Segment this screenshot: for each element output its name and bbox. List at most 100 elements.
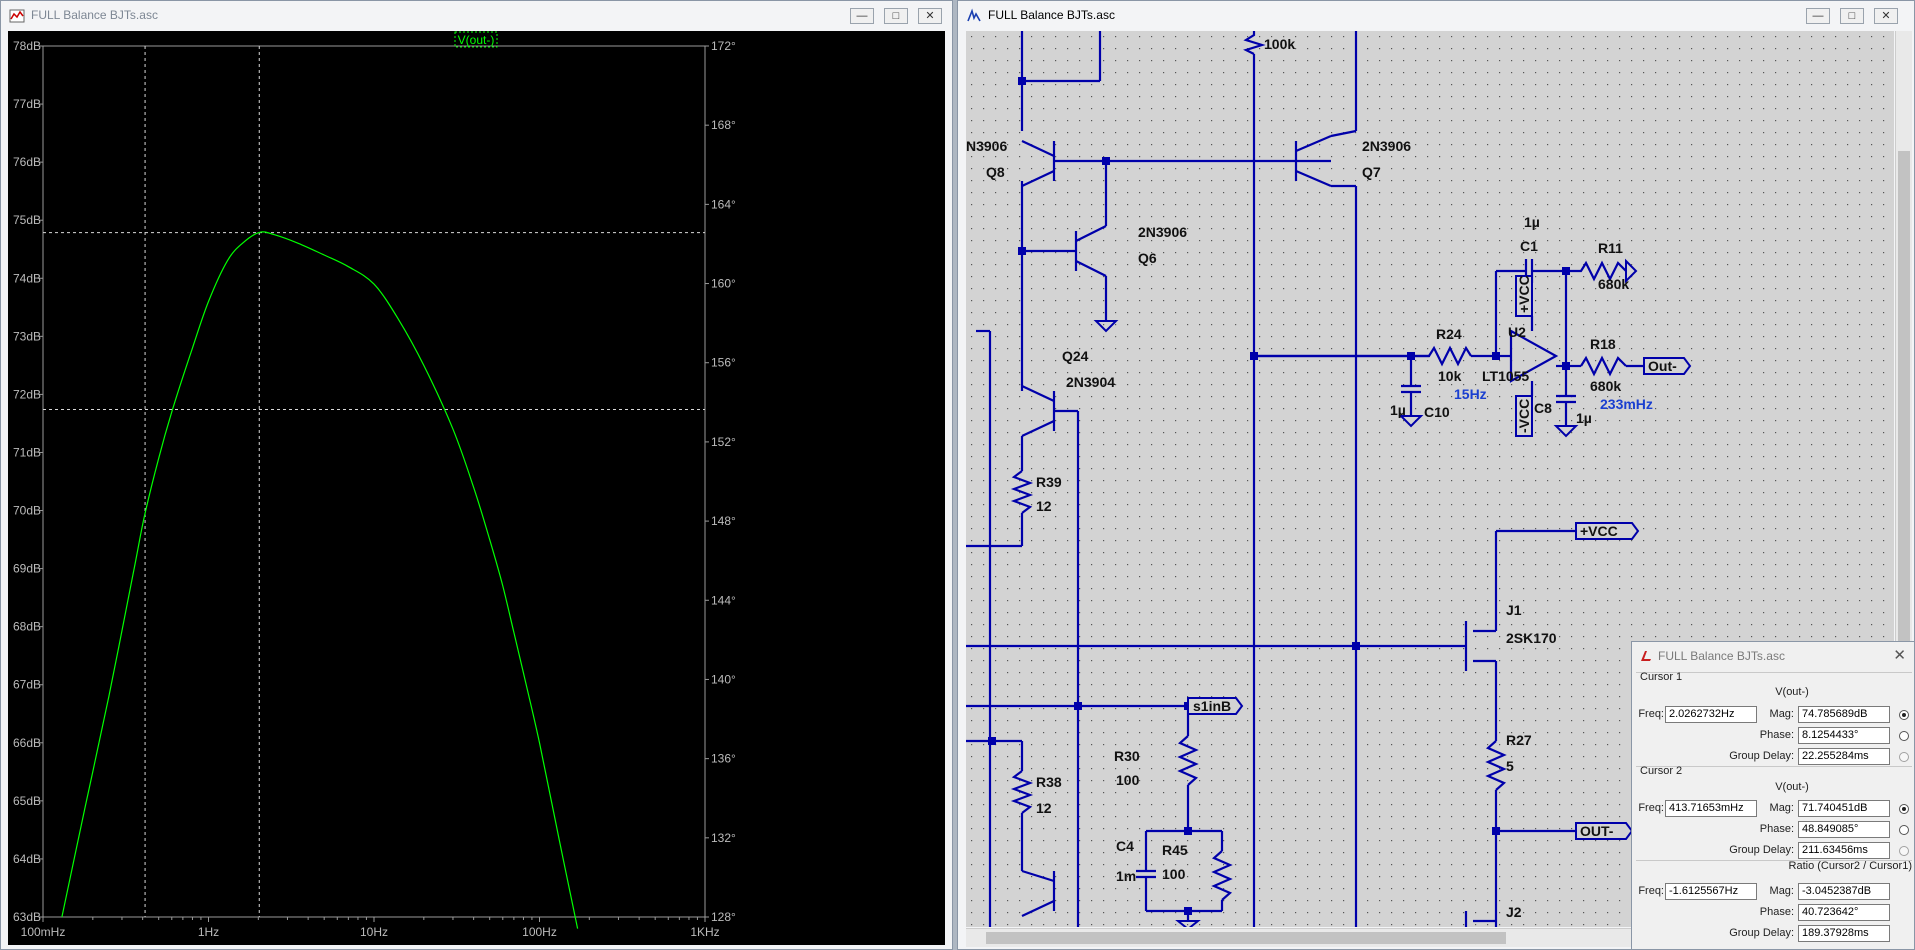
- cursor2-phase-field[interactable]: 48.849085°: [1798, 821, 1890, 838]
- ground-symbols: [1093, 320, 1579, 927]
- label-r30-val: 100: [1116, 772, 1140, 788]
- trace-v-out: [61, 231, 579, 929]
- y2-tick-label: 148°: [711, 514, 736, 528]
- cursor1-phase-label: Phase:: [1759, 729, 1794, 741]
- schematic-window[interactable]: FULL Balance BJTs.asc — □ ✕: [957, 0, 1915, 950]
- label-j1: J1: [1506, 602, 1522, 618]
- minimize-button[interactable]: —: [1806, 8, 1830, 24]
- cursor1-freq-label: Freq:: [1638, 708, 1664, 720]
- schematic-canvas[interactable]: 100k N3906 Q8 2N3906 Q7 2N3906 Q6 Q24 2N…: [966, 31, 1894, 927]
- horizontal-scrollbar-thumb[interactable]: [986, 932, 1506, 944]
- maximize-button[interactable]: □: [884, 8, 908, 24]
- y-tick-label: 72dB: [13, 387, 41, 401]
- label-r18-val: 680k: [1590, 378, 1621, 394]
- label-c8: C8: [1534, 400, 1552, 416]
- ltspice-icon: [1641, 651, 1651, 661]
- cursor2-freq-field[interactable]: 413.71653mHz: [1665, 800, 1757, 817]
- ratio-gd-field[interactable]: 189.37928ms: [1798, 925, 1890, 942]
- cursor2-heading: Cursor 2: [1640, 765, 1683, 777]
- label-freq-15hz: 15Hz: [1454, 386, 1487, 402]
- dialog-title: FULL Balance BJTs.asc: [1658, 649, 1785, 663]
- y-tick-label: 74dB: [13, 271, 41, 285]
- x-tick-label: 1Hz: [198, 925, 219, 939]
- ratio-phase-field[interactable]: 40.723642°: [1798, 904, 1890, 921]
- cursor1-gd-field[interactable]: 22.255284ms: [1798, 748, 1890, 765]
- close-button[interactable]: ✕: [1874, 8, 1898, 24]
- ratio-mag-field[interactable]: -3.0452387dB: [1798, 883, 1890, 900]
- cursor2-phase-radio[interactable]: [1899, 825, 1909, 835]
- vertical-scrollbar-thumb[interactable]: [1898, 151, 1910, 751]
- cursor1-freq-field[interactable]: 2.0262732Hz: [1665, 706, 1757, 723]
- label-j2: J2: [1506, 904, 1522, 920]
- cursor2-gd-field[interactable]: 211.63456ms: [1798, 842, 1890, 859]
- y2-tick-label: 140°: [711, 672, 736, 686]
- net-flags: [1187, 258, 1692, 840]
- cursor1-mag-radio[interactable]: [1899, 710, 1909, 720]
- bode-plot[interactable]: 78dB77dB76dB75dB74dB73dB72dB71dB70dB69dB…: [8, 31, 945, 945]
- y-tick-label: 75dB: [13, 213, 41, 227]
- y-tick-label: 69dB: [13, 562, 41, 576]
- cursor1-phase-radio[interactable]: [1899, 731, 1909, 741]
- trace-label-box[interactable]: V(out-): [454, 31, 498, 48]
- plot-frame: [42, 45, 706, 918]
- trace-label: V(out-): [458, 33, 495, 47]
- cursor2-mag-radio[interactable]: [1899, 804, 1909, 814]
- ratio-freq-field[interactable]: -1.6125567Hz: [1665, 883, 1757, 900]
- label-q24: Q24: [1062, 348, 1089, 364]
- flag-s1inb: s1inB: [1193, 698, 1231, 714]
- cursor1-group: [1636, 672, 1912, 765]
- cursor1-gd-radio[interactable]: [1899, 752, 1909, 762]
- ratio-heading: Ratio (Cursor2 / Cursor1): [1788, 860, 1912, 872]
- label-c10: C10: [1424, 404, 1450, 420]
- label-r24-val: 10k: [1438, 368, 1462, 384]
- label-r30: R30: [1114, 748, 1140, 764]
- y-tick-label: 66dB: [13, 736, 41, 750]
- x-tick-label: 10Hz: [360, 925, 388, 939]
- y-tick-label: 78dB: [13, 39, 41, 53]
- cursor1-phase-field[interactable]: 8.1254433°: [1798, 727, 1890, 744]
- label-r27: R27: [1506, 732, 1532, 748]
- label-c10-val: 1µ: [1390, 402, 1406, 418]
- close-icon[interactable]: ✕: [1893, 647, 1906, 664]
- cursor-readout-dialog[interactable]: FULL Balance BJTs.asc ✕ Cursor 1 V(out-)…: [1631, 641, 1915, 950]
- y2-tick-label: 132°: [711, 831, 736, 845]
- waveform-titlebar[interactable]: FULL Balance BJTs.asc — □ ✕: [1, 1, 952, 31]
- y2-tick-label: 156°: [711, 356, 736, 370]
- label-r39: R39: [1036, 474, 1062, 490]
- close-button[interactable]: ✕: [918, 8, 942, 24]
- waveform-window-title: FULL Balance BJTs.asc: [31, 8, 158, 22]
- label-q7-type: 2N3906: [1362, 138, 1411, 154]
- label-q7: Q7: [1362, 164, 1381, 180]
- label-q8-type: N3906: [966, 138, 1007, 154]
- cursor1-heading: Cursor 1: [1640, 671, 1683, 683]
- cursor2-mag-label: Mag:: [1769, 802, 1794, 814]
- label-u2-type: LT1055: [1482, 368, 1529, 384]
- flag-out-minus: Out-: [1648, 358, 1677, 374]
- schematic-titlebar[interactable]: FULL Balance BJTs.asc — □ ✕: [958, 1, 1914, 31]
- label-j1-type: 2SK170: [1506, 630, 1557, 646]
- y-tick-label: 70dB: [13, 504, 41, 518]
- x-tick-label: 100Hz: [522, 925, 557, 939]
- schematic-window-title: FULL Balance BJTs.asc: [988, 8, 1115, 22]
- label-r45-val: 100: [1162, 866, 1186, 882]
- label-q6-type: 2N3906: [1138, 224, 1187, 240]
- label-c1: C1: [1520, 238, 1538, 254]
- x-tick-label: 100mHz: [21, 925, 66, 939]
- y2-tick-label: 164°: [711, 197, 736, 211]
- maximize-button[interactable]: □: [1840, 8, 1864, 24]
- minimize-button[interactable]: —: [850, 8, 874, 24]
- label-r27-val: 5: [1506, 758, 1514, 774]
- cursor1-mag-field[interactable]: 74.785689dB: [1798, 706, 1890, 723]
- label-r38-val: 12: [1036, 800, 1052, 816]
- y2-tick-label: 152°: [711, 435, 736, 449]
- schematic-icon: [967, 8, 981, 22]
- cursor2-gd-radio[interactable]: [1899, 846, 1909, 856]
- y2-tick-label: 172°: [711, 39, 736, 53]
- ratio-mag-label: Mag:: [1769, 885, 1794, 897]
- cursor1-gd-label: Group Delay:: [1729, 750, 1794, 762]
- cursor2-mag-field[interactable]: 71.740451dB: [1798, 800, 1890, 817]
- label-r11: R11: [1598, 240, 1623, 256]
- y2-tick-label: 168°: [711, 118, 736, 132]
